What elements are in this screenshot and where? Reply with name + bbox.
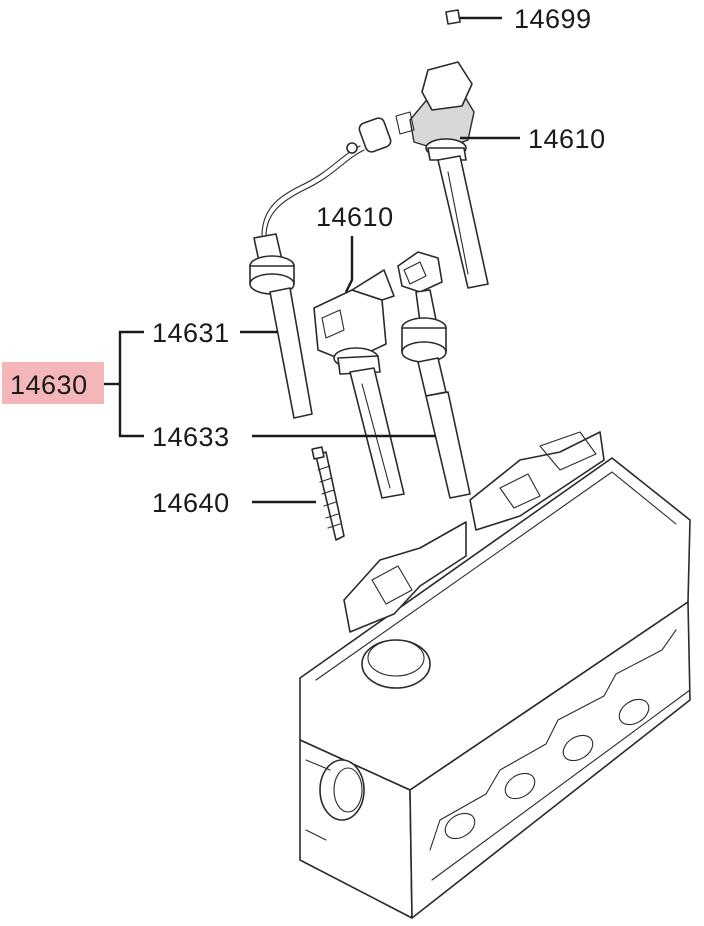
label-14630[interactable]: 14630 — [10, 370, 88, 400]
clip-14699-drawing — [445, 9, 461, 25]
cylinder-head-drawing — [299, 431, 691, 919]
spark-plug-drawing — [311, 446, 345, 541]
ignition-coil-14633-drawing — [397, 251, 471, 499]
leader-lines — [104, 16, 520, 504]
ignition-coil-14631-drawing — [249, 117, 392, 419]
label-14610-top[interactable]: 14610 — [528, 124, 606, 154]
cam-end-plug — [319, 759, 365, 821]
bracket-14630 — [118, 330, 144, 438]
label-14610-mid[interactable]: 14610 — [316, 202, 394, 232]
label-14640[interactable]: 14640 — [152, 488, 230, 518]
exhaust-ports — [429, 629, 691, 881]
highlight-box-14630 — [2, 362, 104, 404]
ignition-coil-14610-top-drawing — [395, 61, 489, 289]
oil-filler-cap — [361, 639, 431, 689]
plug-tube-wells — [343, 431, 605, 633]
label-14633[interactable]: 14633 — [152, 422, 230, 452]
label-14699[interactable]: 14699 — [514, 4, 592, 34]
ignition-coil-14610-mid-drawing — [313, 269, 405, 499]
label-14631[interactable]: 14631 — [152, 318, 230, 348]
leader-14610-mid — [344, 236, 354, 293]
